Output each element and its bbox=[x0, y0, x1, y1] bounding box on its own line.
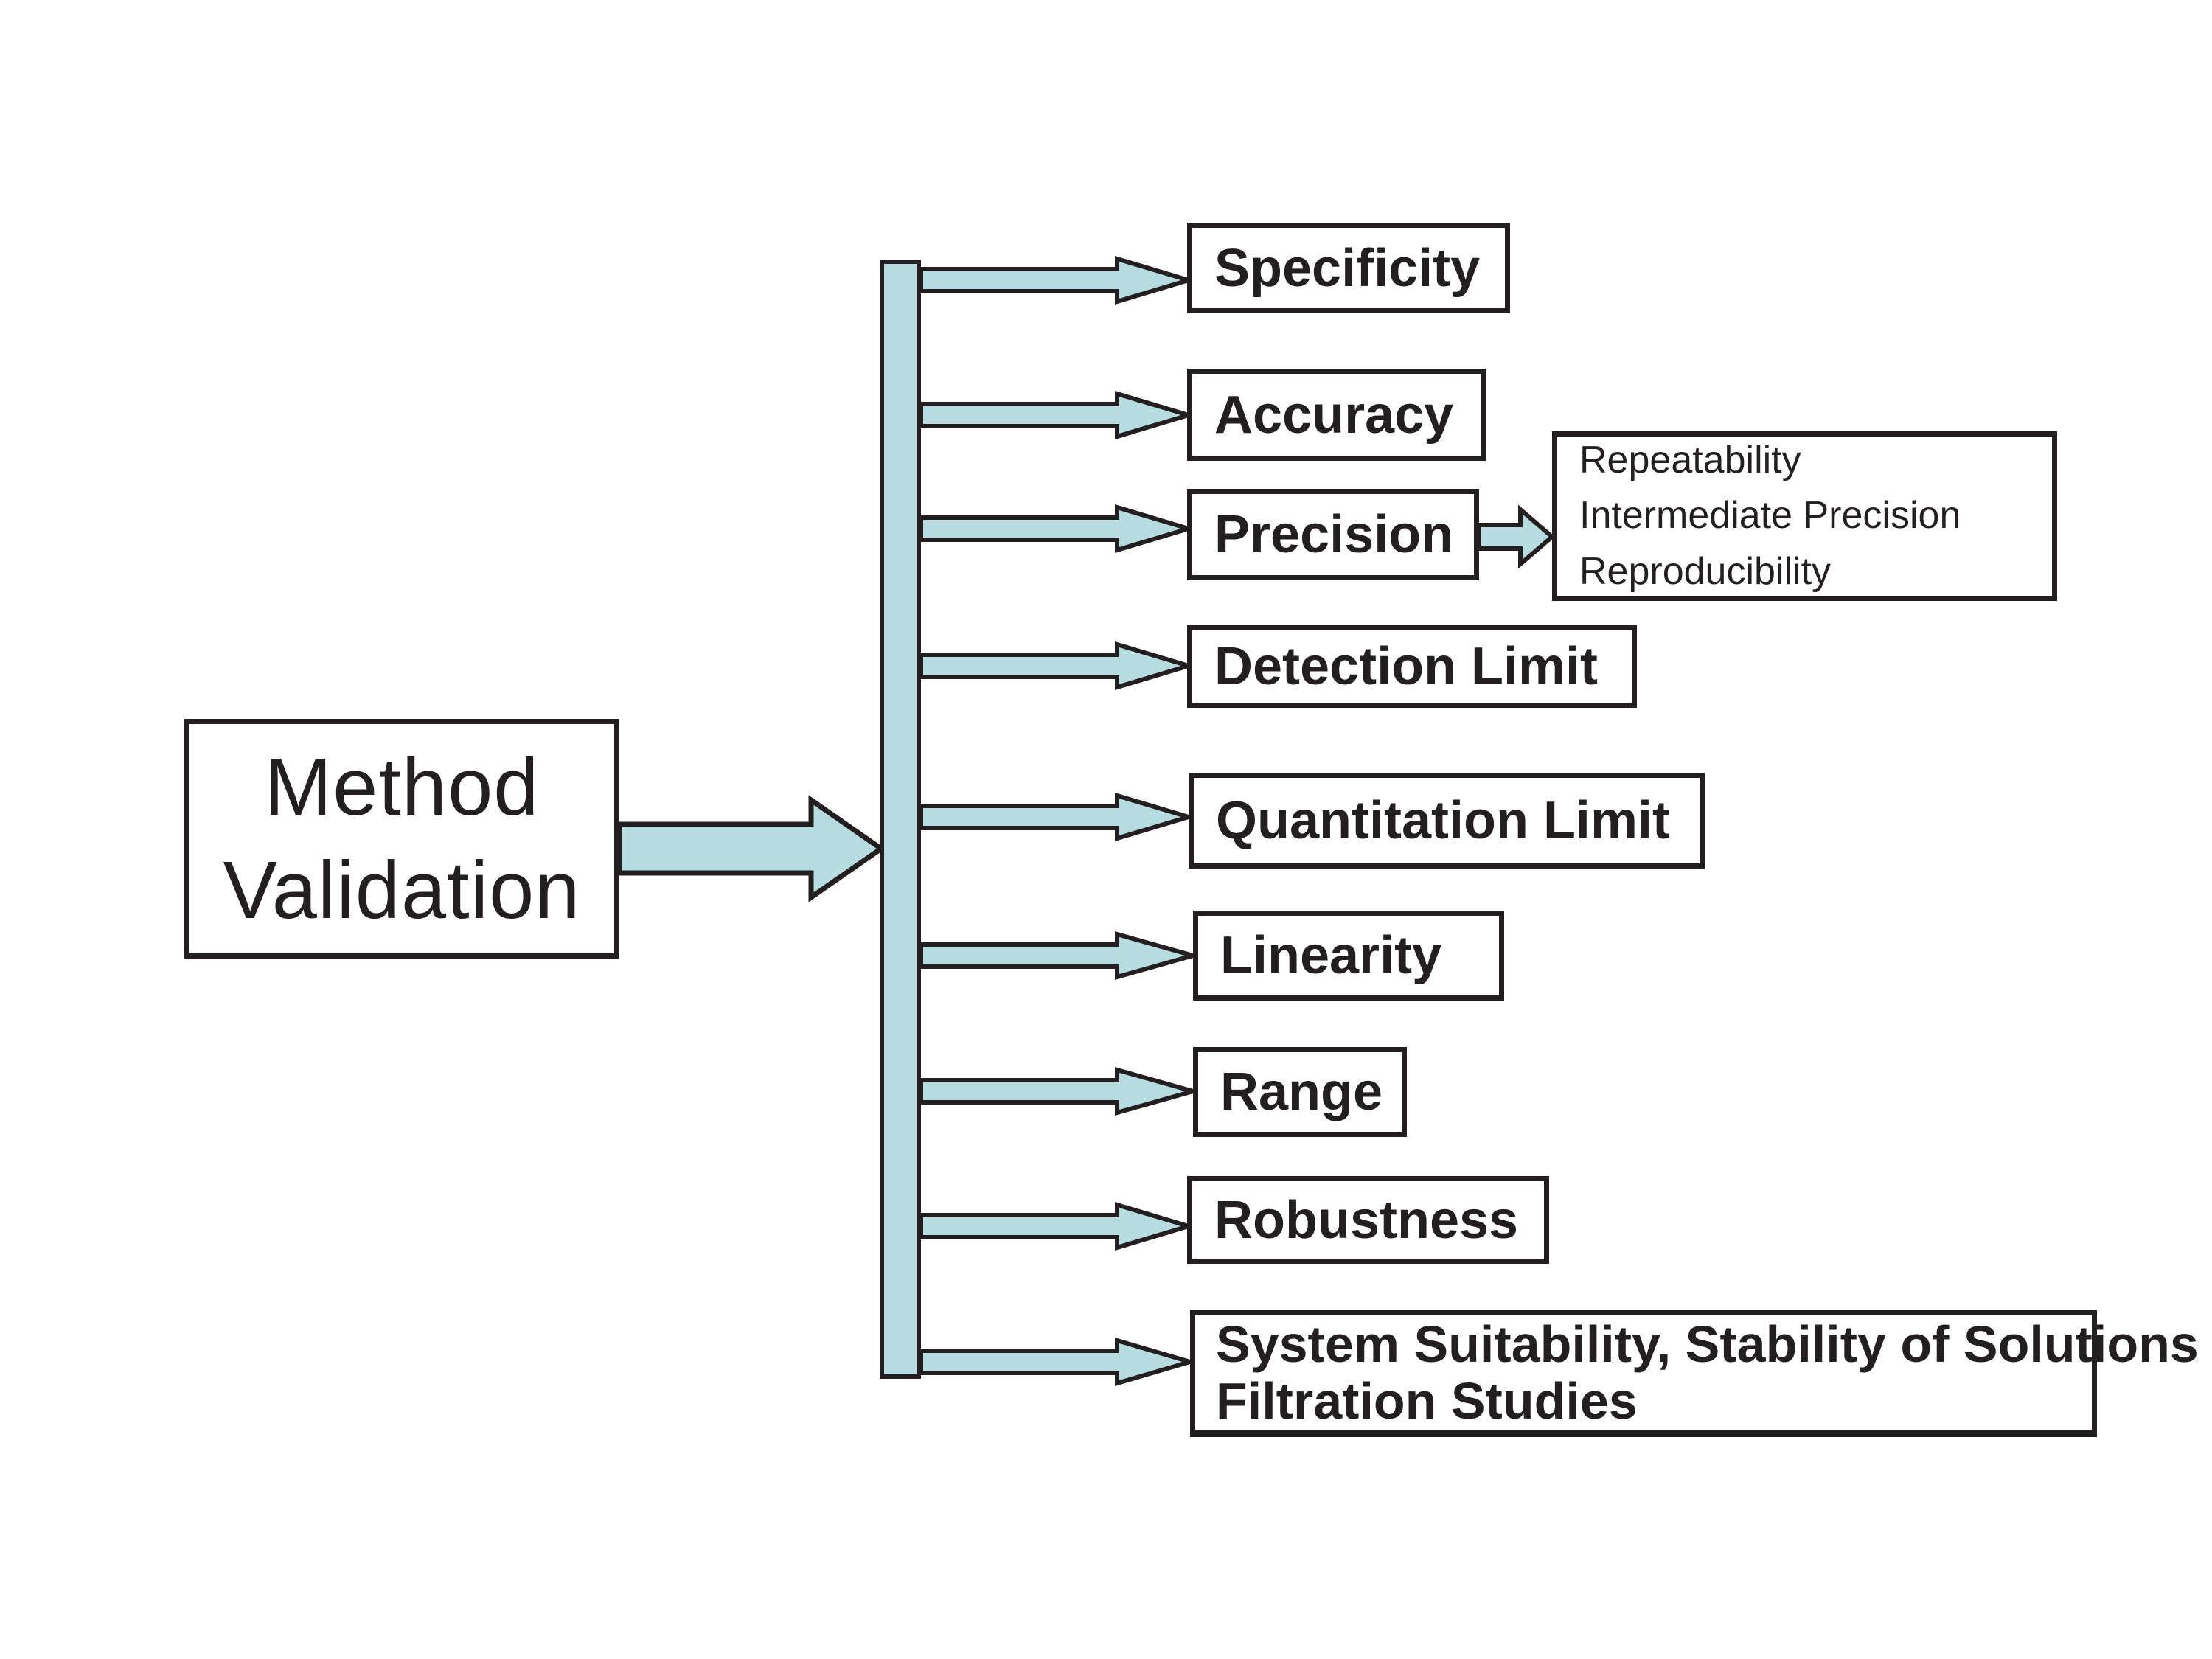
box-precision: Precision bbox=[1187, 489, 1479, 580]
box-precision-label: Precision bbox=[1214, 505, 1454, 564]
box-detection-limit: Detection Limit bbox=[1187, 625, 1637, 708]
branch-arrow-detection bbox=[919, 641, 1197, 691]
box-quantitation-limit-label: Quantitation Limit bbox=[1216, 791, 1670, 850]
box-robustness-label: Robustness bbox=[1214, 1190, 1519, 1250]
precision-details-label: Repeatability Intermediate Precision Rep… bbox=[1557, 433, 1961, 599]
branch-arrow-robustness bbox=[919, 1201, 1197, 1251]
branch-arrow-range bbox=[919, 1067, 1202, 1116]
root-arrow bbox=[616, 795, 886, 902]
branch-arrow-quantitation bbox=[919, 792, 1197, 842]
system-label-line1: System Suitability, Stability of Solutio… bbox=[1216, 1315, 2199, 1373]
root-label-line2: Validation bbox=[223, 844, 581, 936]
box-detection-limit-label: Detection Limit bbox=[1214, 637, 1599, 696]
precision-detail-line1: Repeatability bbox=[1579, 438, 1801, 481]
precision-detail-line3: Reproducibility bbox=[1579, 549, 1832, 593]
trunk-bar bbox=[880, 260, 921, 1379]
box-system-suitability: System Suitability, Stability of Solutio… bbox=[1190, 1310, 2199, 1437]
branch-arrow-system bbox=[919, 1337, 1198, 1387]
branch-arrow-accuracy bbox=[919, 390, 1197, 440]
box-range-label: Range bbox=[1220, 1062, 1383, 1121]
box-accuracy-label: Accuracy bbox=[1214, 385, 1454, 445]
box-system-suitability-label: System Suitability, Stability of Solutio… bbox=[1195, 1315, 2199, 1430]
box-quantitation-limit: Quantitation Limit bbox=[1189, 773, 1705, 869]
box-linearity: Linearity bbox=[1193, 911, 1504, 1001]
branch-arrow-specificity bbox=[919, 255, 1197, 305]
precision-detail-arrow bbox=[1477, 504, 1556, 569]
box-specificity: Specificity bbox=[1187, 223, 1510, 313]
box-precision-details: Repeatability Intermediate Precision Rep… bbox=[1552, 431, 2057, 601]
root-label-line1: Method bbox=[264, 741, 540, 832]
box-specificity-label: Specificity bbox=[1214, 238, 1481, 298]
box-linearity-label: Linearity bbox=[1220, 926, 1442, 985]
branch-arrow-precision bbox=[919, 504, 1197, 554]
box-range: Range bbox=[1193, 1047, 1407, 1137]
root-box-method-validation: Method Validation bbox=[184, 719, 619, 959]
precision-detail-line2: Intermediate Precision bbox=[1579, 494, 1961, 538]
root-box-label: Method Validation bbox=[223, 736, 581, 942]
box-accuracy: Accuracy bbox=[1187, 369, 1486, 461]
branch-arrow-linearity bbox=[919, 931, 1202, 980]
system-label-line2: Filtration Studies bbox=[1216, 1371, 1638, 1430]
box-robustness: Robustness bbox=[1187, 1176, 1549, 1264]
